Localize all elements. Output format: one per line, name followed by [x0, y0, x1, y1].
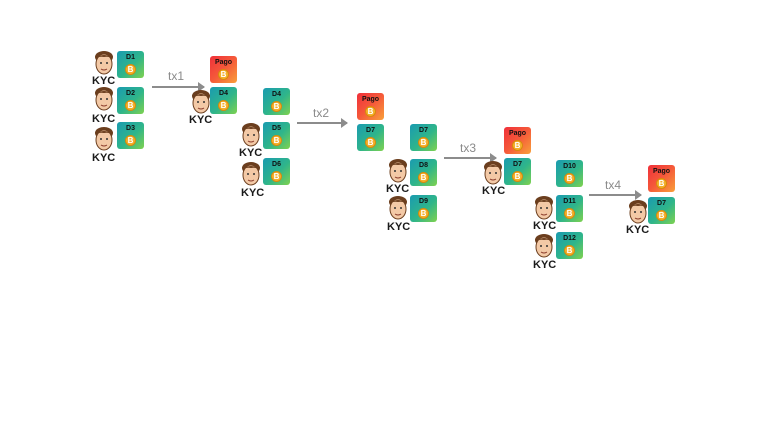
kyc-label: KYC	[241, 187, 265, 199]
bitcoin-icon: B	[656, 210, 667, 221]
user-face-icon	[535, 196, 553, 220]
bitcoin-icon: B	[418, 137, 429, 148]
output-d7-card: D7 B	[357, 124, 384, 151]
utxo-label: D7	[419, 127, 428, 134]
utxo-card-d7: D7 B	[410, 124, 437, 151]
payment-label: Pago	[652, 168, 671, 175]
user-face-icon	[629, 200, 647, 224]
user-face-icon	[95, 51, 113, 75]
utxo-card-d6: D6 B	[263, 158, 290, 185]
utxo-label: D7	[513, 161, 522, 168]
bitcoin-icon: B	[512, 171, 523, 182]
utxo-label: D7	[657, 200, 666, 207]
utxo-label: D3	[126, 125, 135, 132]
utxo-card-d2: D2 B	[117, 87, 144, 114]
payment-label: Pago	[361, 96, 380, 103]
bitcoin-icon: B	[564, 173, 575, 184]
bitcoin-icon: B	[564, 208, 575, 219]
bitcoin-icon: B	[218, 100, 229, 111]
utxo-card-d4: D4 B	[210, 87, 237, 114]
utxo-card-d9: D9 B	[410, 195, 437, 222]
utxo-label: D4	[219, 90, 228, 97]
payment-card-2: Pago B	[357, 93, 384, 120]
bitcoin-icon: B	[564, 245, 575, 256]
kyc-label: KYC	[626, 224, 650, 236]
bitcoin-icon: B	[271, 135, 282, 146]
kyc-label: KYC	[92, 152, 116, 164]
bitcoin-icon: B	[512, 140, 523, 151]
bitcoin-icon: B	[271, 101, 282, 112]
user-face-icon	[484, 161, 502, 185]
kyc-label: KYC	[482, 185, 506, 197]
bitcoin-icon: B	[271, 171, 282, 182]
tx2-arrow	[297, 118, 348, 128]
utxo-label: D4	[272, 91, 281, 98]
kyc-label: KYC	[533, 259, 557, 271]
utxo-label: D11	[563, 198, 576, 205]
utxo-label: D7	[366, 127, 375, 134]
utxo-card-d11: D11 B	[556, 195, 583, 222]
utxo-label: D10	[563, 163, 576, 170]
user-face-icon	[192, 90, 210, 114]
utxo-card-d5: D5 B	[263, 122, 290, 149]
bitcoin-icon: B	[418, 208, 429, 219]
payment-card-1: Pago B	[210, 56, 237, 83]
utxo-card-d7: D7 B	[504, 158, 531, 185]
utxo-card-d1: D1 B	[117, 51, 144, 78]
utxo-card-d4: D4 B	[263, 88, 290, 115]
utxo-label: D5	[272, 125, 281, 132]
user-face-icon	[95, 127, 113, 151]
tx3-arrow	[444, 153, 497, 163]
kyc-label: KYC	[239, 147, 263, 159]
payment-label: Pago	[508, 130, 527, 137]
payment-card-3: Pago B	[504, 127, 531, 154]
utxo-card-d12: D12 B	[556, 232, 583, 259]
bitcoin-icon: B	[125, 100, 136, 111]
bitcoin-icon: B	[125, 64, 136, 75]
bitcoin-icon: B	[365, 106, 376, 117]
utxo-card-d10: D10 B	[556, 160, 583, 187]
utxo-label: D6	[272, 161, 281, 168]
kyc-label: KYC	[92, 75, 116, 87]
utxo-label: D8	[419, 162, 428, 169]
bitcoin-icon: B	[418, 172, 429, 183]
bitcoin-icon: B	[656, 178, 667, 189]
kyc-label: KYC	[92, 113, 116, 125]
kyc-label: KYC	[387, 221, 411, 233]
tx1-arrow	[152, 82, 205, 92]
bitcoin-icon: B	[365, 137, 376, 148]
payment-label: Pago	[214, 59, 233, 66]
user-face-icon	[242, 123, 260, 147]
user-face-icon	[95, 87, 113, 111]
user-face-icon	[389, 196, 407, 220]
utxo-card-d7: D7 B	[648, 197, 675, 224]
kyc-label: KYC	[533, 220, 557, 232]
kyc-label: KYC	[189, 114, 213, 126]
utxo-label: D1	[126, 54, 135, 61]
payment-card-4: Pago B	[648, 165, 675, 192]
utxo-label: D2	[126, 90, 135, 97]
tx1-label: tx1	[168, 69, 185, 83]
user-face-icon	[389, 159, 407, 183]
tx4-label: tx4	[605, 178, 622, 192]
bitcoin-icon: B	[125, 135, 136, 146]
kyc-label: KYC	[386, 183, 410, 195]
user-face-icon	[535, 234, 553, 258]
utxo-label: D9	[419, 198, 428, 205]
utxo-card-d8: D8 B	[410, 159, 437, 186]
tx2-label: tx2	[313, 106, 330, 120]
tx4-arrow	[589, 190, 642, 200]
utxo-card-d3: D3 B	[117, 122, 144, 149]
tx3-label: tx3	[460, 141, 477, 155]
utxo-label: D12	[563, 235, 576, 242]
user-face-icon	[242, 162, 260, 186]
bitcoin-icon: B	[218, 69, 229, 80]
